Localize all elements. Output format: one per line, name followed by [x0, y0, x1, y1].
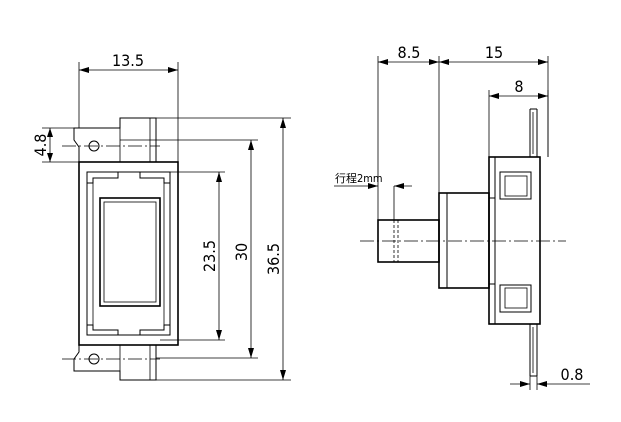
dim-front-window: 23.5	[160, 171, 225, 341]
dim-side-rear-label: 8	[514, 77, 523, 96]
side-lower-latch	[499, 284, 532, 313]
front-view: 13.5 4.8 23.5 30	[31, 51, 291, 381]
dim-side-rear: 8	[488, 77, 549, 157]
dim-front-body-label: 30	[232, 243, 251, 261]
dim-front-window-label: 23.5	[200, 240, 219, 272]
side-upper-latch	[499, 171, 532, 200]
dim-front-width: 13.5	[78, 51, 179, 162]
dim-front-tab: 4.8	[31, 127, 79, 163]
side-upper-terminal	[529, 108, 538, 157]
dim-side-body-label: 15	[485, 43, 503, 62]
side-lower-terminal	[529, 324, 538, 377]
travel-note-label: 行程2mm	[335, 172, 383, 185]
front-window	[99, 197, 161, 307]
front-bottom-terminal	[73, 345, 157, 381]
front-body-outline	[78, 161, 179, 346]
dim-front-tab-label: 4.8	[31, 134, 50, 157]
dim-side-terminal: 0.8	[510, 365, 590, 390]
side-body-outline	[488, 156, 541, 325]
dim-front-body: 30	[120, 139, 258, 359]
dim-side-plunger: 8.5	[377, 43, 440, 220]
front-corner-notches	[87, 172, 170, 335]
dim-front-total-label: 36.5	[264, 243, 283, 275]
front-inner-frame	[86, 171, 171, 336]
dim-front-total: 36.5	[156, 117, 291, 381]
dim-front-width-label: 13.5	[112, 51, 144, 70]
front-window-inner	[103, 201, 157, 303]
dim-side-plunger-label: 8.5	[398, 43, 421, 62]
travel-annotation: 行程2mm	[334, 172, 412, 220]
dim-side-body: 15	[439, 43, 549, 157]
dim-side-terminal-label: 0.8	[561, 365, 584, 384]
side-view: 8.5 15 8 行程2mm	[334, 43, 590, 390]
